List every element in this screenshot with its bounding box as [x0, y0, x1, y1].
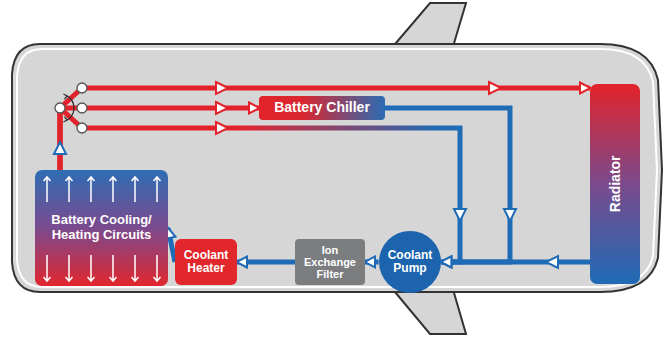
flow-arrow	[504, 209, 516, 221]
valve-selector-head	[64, 117, 68, 122]
flow-arrow	[216, 122, 228, 134]
car-inner-line	[17, 49, 657, 287]
label-group: Coolant Heater	[180, 249, 232, 276]
chiller-box: Battery Chiller	[259, 96, 385, 120]
flow-arrow	[216, 102, 228, 114]
label-group: Coolant Pump	[385, 249, 435, 276]
flow-arrow	[546, 256, 558, 268]
node-label: Battery Chiller	[274, 100, 370, 116]
flow-arrow	[454, 209, 466, 221]
node-label: Coolant Pump	[385, 249, 435, 276]
valve-selector-head	[64, 94, 68, 99]
valve-port	[77, 83, 87, 93]
car-body	[12, 44, 662, 292]
pipe-connector	[237, 260, 295, 265]
mirror	[390, 3, 466, 50]
mirror	[390, 286, 466, 334]
label-group: Radiator	[607, 156, 623, 213]
valve-port	[77, 103, 87, 113]
three-way-valve	[55, 83, 87, 133]
valve-port	[55, 103, 65, 113]
node-label: Radiator	[607, 156, 623, 213]
heater-box: Coolant Heater	[175, 239, 237, 285]
node-label: Battery Cooling/ Heating Circuits	[41, 213, 162, 242]
radiator-bar: Radiator	[590, 84, 640, 284]
valve-selector-arc	[67, 96, 74, 120]
pipe-connector	[365, 259, 379, 264]
battery-box: Battery Cooling/ Heating Circuits	[35, 170, 168, 286]
valve-port	[77, 123, 87, 133]
label-group: Battery Cooling/ Heating Circuits	[41, 213, 162, 242]
pipe-connector	[168, 228, 175, 262]
label-group: Battery Chiller	[274, 100, 370, 116]
pipe-connector	[60, 108, 259, 170]
pump-circle: Coolant Pump	[379, 231, 442, 294]
node-label: Coolant Heater	[180, 249, 232, 276]
flow-arrow	[489, 82, 501, 94]
node-label: Ion Exchange Filter	[301, 244, 359, 281]
label-group: Ion Exchange Filter	[301, 244, 359, 281]
flow-arrow	[216, 82, 228, 94]
pipe-connector	[441, 259, 590, 264]
filter-box: Ion Exchange Filter	[295, 239, 365, 285]
flow-arrow	[54, 142, 66, 154]
